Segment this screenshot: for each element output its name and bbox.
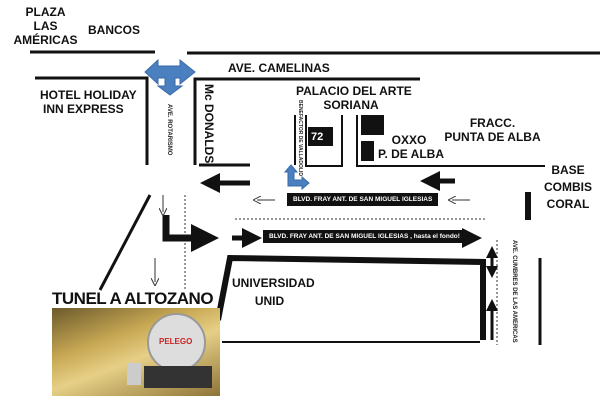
marker-72: 72 [311, 131, 324, 143]
street-ave-cumbres: AVE. CUMBRES DE LAS AMERICAS [511, 240, 517, 343]
label-fracc-punta-de-alba: FRACC.PUNTA DE ALBA [444, 116, 541, 144]
truck-chassis [144, 366, 212, 388]
thin-arrows [155, 195, 470, 282]
street-blvd-fray-antonio-fondo: BLVD. FRAY ANT. DE SAN MIGUEL IGLESIAS ,… [263, 230, 466, 243]
tanker-truck: PELEGO [147, 313, 206, 372]
truck-logo-text: PELEGO [159, 337, 193, 346]
street-ave-rotarismo: AVE. ROTARISMO [166, 104, 172, 156]
street-edge [35, 76, 149, 165]
building-block [361, 141, 374, 161]
distant-truck [127, 363, 141, 385]
building-block [361, 115, 384, 135]
arrow-right-icon [162, 215, 219, 252]
tunnel-photo: PELEGO [52, 308, 220, 396]
turn-arrow-icon [283, 164, 310, 191]
direction-arrows [162, 171, 498, 340]
label-mcdonalds: Mc DONALDS [202, 84, 216, 164]
street-ave-camelinas: AVE. CAMELINAS [228, 61, 330, 75]
label-bancos: BANCOS [88, 23, 141, 37]
t-junction-arrow-icon [144, 58, 196, 96]
street-blvd-fray-antonio: BLVD. FRAY ANT. DE SAN MIGUEL IGLESIAS [287, 193, 439, 206]
marker-72-box [308, 127, 333, 146]
label-tunel-altozano: TUNEL A ALTOZANO [52, 289, 214, 308]
street-edge [193, 77, 420, 165]
